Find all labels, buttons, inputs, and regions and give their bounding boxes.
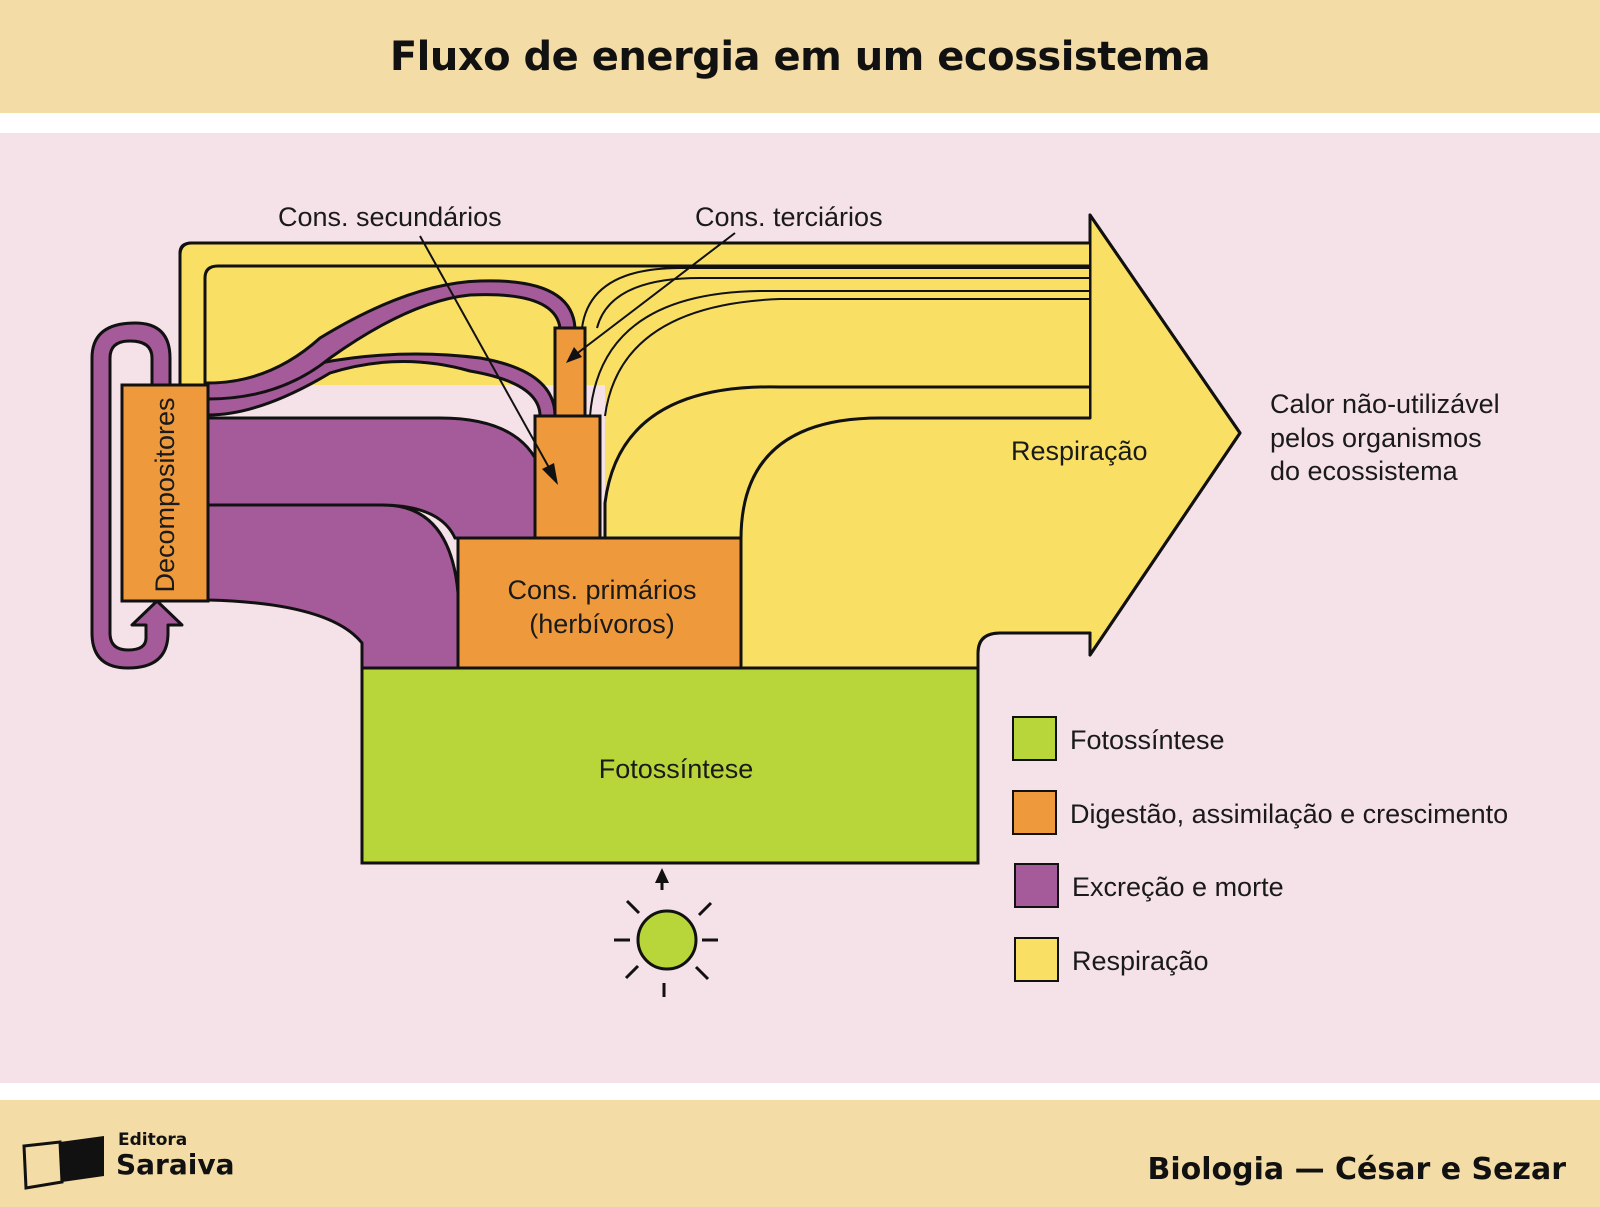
energy-flow-diagram: Decompositores Cons. primários (herbívor…: [90, 202, 1508, 997]
respiration-line-decomp: [203, 264, 1090, 385]
cons-secundarios-arrowhead: [542, 463, 558, 485]
open-book-icon: [22, 1136, 104, 1190]
publisher-name-line1: Editora: [118, 1130, 188, 1150]
respiration-line-secundarios: [589, 290, 1090, 417]
respiration-line-producers: [739, 416, 1090, 540]
respiration-line-primarios: [603, 385, 1090, 538]
excretion-loop-decompositores: [90, 321, 184, 670]
cons-terciarios-label: Cons. terciários: [695, 202, 883, 232]
decompositores-label: Decompositores: [150, 397, 180, 592]
diagram-area: Decompositores Cons. primários (herbívor…: [0, 133, 1600, 1083]
respiracao-arrow-label: Respiração: [1011, 436, 1148, 466]
legend-swatch-respiracao: [1014, 937, 1059, 982]
cons-terciarios-arrowhead: [566, 347, 582, 363]
fotossintese-box: [360, 666, 980, 865]
publisher-logo: Editora Saraiva: [20, 1128, 250, 1198]
calor-label-3: do ecossistema: [1270, 456, 1459, 486]
cons-terciarios-box: [553, 326, 587, 418]
sun-icon: [614, 899, 718, 997]
legend-label-excrecao: Excreção e morte: [1072, 872, 1284, 902]
respiration-arrow-outline: [178, 213, 1242, 668]
publisher-name-line2: Saraiva: [116, 1148, 235, 1181]
legend-swatch-excrecao: [1014, 863, 1059, 908]
calor-label-2: pelos organismos: [1270, 423, 1482, 453]
legend-label-fotossintese: Fotossíntese: [1070, 725, 1225, 755]
legend-label-respiracao: Respiração: [1072, 946, 1209, 976]
cons-primarios-label-2: (herbívoros): [529, 609, 675, 639]
fotossintese-label: Fotossíntese: [599, 754, 754, 784]
respiration-arrow-body: [181, 244, 1089, 667]
cons-secundarios-pointer: [419, 235, 553, 474]
legend-swatch-digestao: [1012, 790, 1057, 835]
calor-label-1: Calor não-utilizável: [1270, 389, 1500, 419]
cons-secundarios-box: [533, 414, 602, 540]
cons-terciarios-pointer: [574, 232, 736, 356]
legend-label-digestao: Digestão, assimilação e crescimento: [1070, 799, 1508, 829]
cons-primarios-label-1: Cons. primários: [507, 575, 696, 605]
respiration-line-secundarios-2: [604, 298, 1090, 417]
respiration-line-terciarios-2: [596, 277, 1090, 329]
excretion-flow-producers: [206, 503, 460, 670]
header-banner: Fluxo de energia em um ecossistema: [0, 0, 1600, 113]
cons-primarios-box: [456, 536, 743, 670]
sun-up-arrow-icon: [655, 868, 669, 890]
footer-banner: Editora Saraiva Biologia — César e Sezar: [0, 1100, 1600, 1207]
legend-swatch-fotossintese: [1012, 716, 1057, 761]
legend: Fotossíntese Digestão, assimilação e cre…: [1012, 716, 1508, 982]
respiration-line-terciarios: [581, 267, 1090, 329]
page-title: Fluxo de energia em um ecossistema: [389, 33, 1211, 80]
cons-secundarios-label: Cons. secundários: [278, 202, 502, 232]
book-credit: Biologia — César e Sezar: [1147, 1152, 1567, 1187]
decompositores-box: [120, 383, 210, 603]
